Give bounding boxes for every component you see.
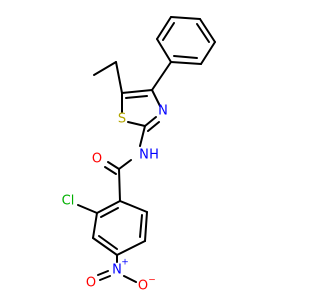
bond-b5-b6 — [144, 211, 148, 242]
bond-nitro-o-right — [123, 275, 137, 283]
atom-n-amide: N — [139, 148, 149, 163]
bond-nh-carbonyl — [118, 159, 132, 170]
bond-c4-c5 — [121, 89, 153, 94]
bond-carbonyl-o — [107, 161, 120, 170]
bond-c2-n3-double — [147, 121, 160, 132]
bond-ph1-ph2 — [170, 61, 202, 65]
atom-n-nitro: N — [112, 263, 122, 278]
bond-ph1-ph2-inner — [173, 55, 198, 59]
bond-b1-b2-inner — [100, 207, 119, 218]
molecule-structure-diagram: O N H S N Cl N + O O − — [62, 16, 216, 294]
bond-c4-c5-double — [125, 95, 148, 99]
bond-n3-c4 — [151, 89, 161, 107]
bond-c2-nh — [139, 125, 146, 147]
bond-ring-cl — [77, 204, 98, 214]
bond-ph2-ph3 — [200, 41, 216, 65]
bond-ph6-ph1 — [156, 38, 172, 63]
bond-b1-b2 — [96, 200, 121, 214]
atom-o-nitro-right: O — [138, 279, 148, 294]
atom-n-thiazole: N — [158, 104, 168, 119]
bond-b3-b4 — [92, 237, 118, 256]
atom-o-nitro-left: O — [86, 276, 96, 291]
bond-b3-b4-inner — [98, 235, 118, 250]
bond-b6-b1 — [119, 200, 148, 213]
atom-s-thiazole: S — [118, 112, 126, 127]
bond-ph3-ph4-inner — [196, 23, 210, 43]
bond-ph5-ph6-inner — [162, 22, 175, 41]
bond-ethyl-ch2-c5 — [115, 61, 123, 94]
bond-ph5-ph6 — [156, 16, 172, 40]
charge-minus-nitro: − — [148, 276, 156, 286]
atom-chlorine: Cl — [62, 194, 75, 209]
bond-b2-b3 — [92, 212, 98, 239]
bond-nitro-o-left — [99, 275, 111, 281]
bond-c2-n3 — [144, 116, 157, 127]
bond-ethyl-ch3-ch2 — [93, 61, 117, 76]
atom-h-amide: H — [149, 148, 159, 163]
atom-o-amide: O — [92, 152, 102, 167]
charge-plus-nitro: + — [121, 258, 129, 268]
bond-carbonyl-o-double — [104, 166, 117, 175]
bond-nitro-o-left-double — [97, 270, 109, 276]
bond-b5-b6-inner — [139, 214, 143, 238]
atom-labels: O N H S N Cl N + O O − — [62, 104, 168, 294]
bond-carbonyl-ring — [118, 168, 121, 202]
bond-s-c2 — [127, 121, 146, 127]
bond-ph4-ph5 — [170, 16, 201, 20]
bond-ph3-ph4 — [199, 18, 216, 43]
bond-c4-phenyl — [151, 61, 172, 91]
bonds — [77, 16, 216, 283]
bond-b4-b5 — [116, 240, 146, 256]
